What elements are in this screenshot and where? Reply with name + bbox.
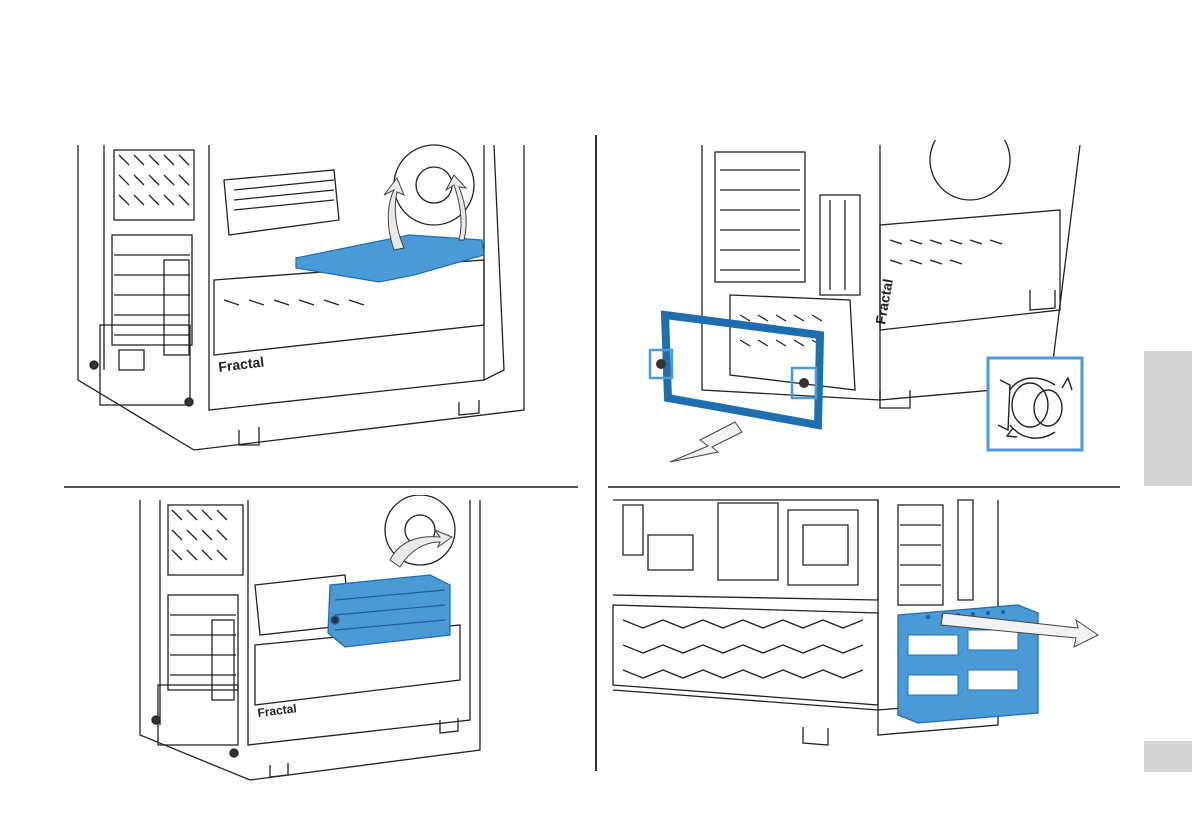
- step-4-illustration: [608, 495, 1128, 765]
- drive-cage: [328, 575, 450, 647]
- panel-divider-left: [64, 486, 578, 488]
- psu-bracket: [665, 315, 820, 425]
- drive-cage-mount-illustration: Fractal: [130, 495, 500, 785]
- psu-bracket-removal-illustration: Fractal: [610, 140, 1090, 470]
- lift-arrow-right: [446, 175, 466, 240]
- hdd-tray-removal-illustration: Fractal: [64, 140, 584, 460]
- insert-arrow: [390, 530, 452, 567]
- pull-arrow: [670, 422, 742, 462]
- thumbscrew-rotate-icon: [988, 358, 1082, 450]
- step-1-illustration: Fractal: [64, 140, 584, 460]
- panel-divider-right: [608, 486, 1120, 488]
- hdd-tray: [296, 235, 484, 282]
- page-tab: [1144, 741, 1192, 772]
- section-tab: [1144, 351, 1192, 486]
- panel-divider-vertical: [595, 135, 597, 771]
- step-3-illustration: Fractal: [130, 495, 500, 785]
- drive-cage-slide-out-illustration: [608, 495, 1128, 765]
- step-2-illustration: Fractal: [610, 140, 1090, 470]
- brand-logo: Fractal: [217, 354, 265, 375]
- brand-logo-side: Fractal: [872, 278, 896, 326]
